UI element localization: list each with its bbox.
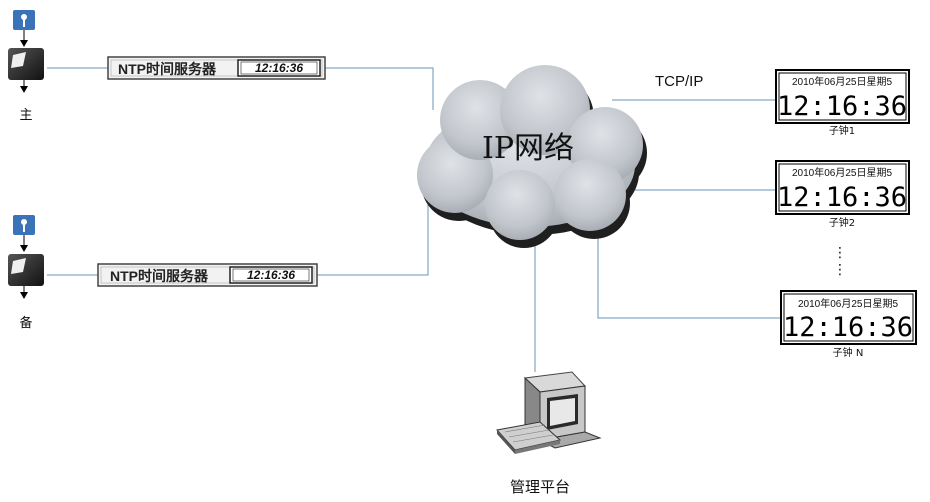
management-label: 管理平台 <box>510 478 570 496</box>
ntp-server-1-label: NTP时间服务器 <box>118 61 217 77</box>
ellipsis-2: ⋮ <box>833 262 847 278</box>
ellipsis-1: ⋮ <box>833 245 847 261</box>
protocol-label: TCP/IP <box>655 73 703 90</box>
sub-clock-1-date: 2010年06月25日星期5 <box>792 75 892 88</box>
ntp-server-2-time: 12:16:36 <box>247 268 295 282</box>
sub-clock-n: 2010年06月25日星期5 12:16:36 子钟 N <box>780 290 917 359</box>
cloud-body <box>417 65 643 240</box>
ntp-server-2: NTP时间服务器 12:16:36 <box>97 263 318 287</box>
ip-network-cloud: IP网络 <box>417 65 647 248</box>
sub-clock-2: 2010年06月25日星期5 12:16:36 子钟2 <box>775 160 910 229</box>
antenna-icon <box>13 10 35 30</box>
primary-role-label: 主 <box>19 108 32 123</box>
sub-clock-1-time: 12:16:36 <box>777 91 907 122</box>
sub-clock-n-name: 子钟 N <box>833 346 864 359</box>
sub-clock-1: 2010年06月25日星期5 12:16:36 子钟1 <box>775 69 910 137</box>
receiver-device-icon <box>8 254 44 286</box>
management-computer-icon <box>496 371 602 454</box>
connection-lines <box>47 67 781 372</box>
sub-clock-n-time: 12:16:36 <box>783 312 913 343</box>
sub-clock-1-name: 子钟1 <box>829 124 855 137</box>
more-clocks-ellipsis: ⋮ ⋮ <box>833 245 847 278</box>
ntp-server-1: NTP时间服务器 12:16:36 <box>107 56 326 80</box>
line-ntp1-cloud <box>325 67 434 110</box>
line-ntp2-cloud <box>317 205 429 276</box>
arrow-down-icon <box>20 80 28 93</box>
backup-role-label: 备 <box>19 315 32 331</box>
cloud-label: IP网络 <box>482 131 574 166</box>
arrow-down-icon <box>20 235 28 252</box>
line-cloud-clockN <box>597 220 781 319</box>
antenna-icon <box>13 215 35 235</box>
receiver-device-icon <box>8 48 44 80</box>
ntp-server-2-label: NTP时间服务器 <box>110 268 209 284</box>
ntp-server-1-time: 12:16:36 <box>255 61 303 75</box>
sub-clock-2-time: 12:16:36 <box>777 182 907 213</box>
backup-gps-unit: 备 <box>8 215 44 331</box>
arrow-down-icon <box>20 30 28 47</box>
arrow-down-icon <box>20 286 28 299</box>
sub-clock-n-date: 2010年06月25日星期5 <box>798 297 898 310</box>
sub-clock-2-name: 子钟2 <box>829 216 855 229</box>
sub-clock-2-date: 2010年06月25日星期5 <box>792 166 892 179</box>
primary-gps-unit: 主 <box>8 10 44 123</box>
